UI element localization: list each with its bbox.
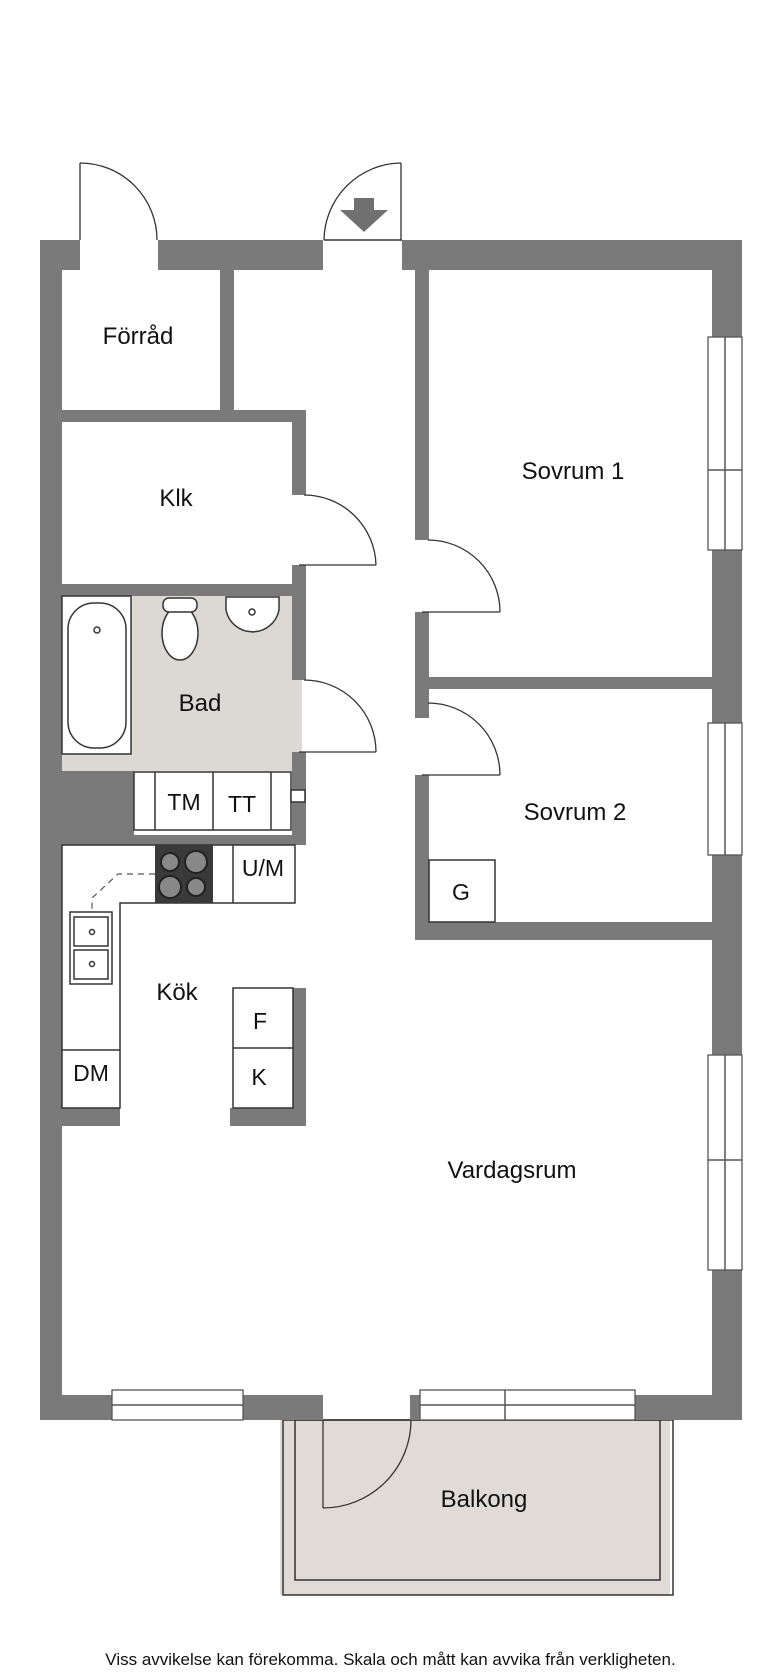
fixture-labels: TM TT U/M G F K DM	[73, 789, 470, 1090]
wall-sovrum2-corridor	[415, 775, 429, 940]
wall-sovrum1-corridor-top	[415, 270, 429, 540]
wall-shaft	[62, 771, 134, 844]
wall-forrad-klk	[62, 410, 296, 422]
bathroom-fixtures	[61, 595, 280, 755]
kitchen-counter	[61, 844, 296, 1109]
wall-top-mid	[158, 240, 323, 270]
wall-sovrum1-sovrum2	[415, 677, 712, 689]
label-sovrum2: Sovrum 2	[524, 799, 627, 826]
exterior-walls	[40, 240, 742, 1420]
toilet-icon	[161, 605, 199, 661]
room-labels: Förråd Klk Bad Sovrum 1 Sovrum 2 Kök Var…	[103, 323, 627, 1513]
label-balkong: Balkong	[441, 1486, 528, 1513]
label-k: K	[251, 1064, 267, 1090]
door-balcony-arc	[322, 1419, 412, 1509]
wall-bottom-2	[243, 1395, 323, 1420]
bathtub-icon	[61, 595, 132, 755]
wall-klk-bad-corridor	[292, 565, 306, 680]
label-g: G	[452, 879, 470, 905]
doors	[79, 162, 501, 1509]
door-bad-arc	[303, 679, 377, 753]
wall-kitchen-left	[62, 1108, 120, 1126]
label-vardagsrum: Vardagsrum	[448, 1157, 577, 1184]
kitchen-sink-icon	[69, 911, 113, 985]
wall-bottom-3	[410, 1395, 420, 1420]
label-forrad: Förråd	[103, 323, 174, 350]
wall-sovrum1-corridor-bottom	[415, 612, 429, 718]
wall-klk-bad	[62, 584, 306, 596]
door-forrad-arc	[79, 162, 158, 241]
door-klk-arc	[303, 494, 377, 566]
label-kok: Kök	[156, 979, 198, 1006]
wall-forrad-corridor	[220, 270, 234, 410]
wall-right-3	[712, 855, 742, 1055]
wall-sovrum2-vardagsrum	[415, 922, 712, 940]
label-dm: DM	[73, 1060, 109, 1086]
wardrobe-g	[428, 859, 496, 923]
balcony-floor	[280, 1420, 670, 1595]
toilet-tank	[162, 597, 198, 613]
door-sovrum2-arc	[427, 702, 501, 776]
label-tt: TT	[228, 791, 256, 817]
entrance-arrow-icon	[340, 198, 388, 232]
wall-kitchen-right	[230, 1108, 306, 1126]
wall-left	[40, 240, 62, 1420]
laundry-block	[133, 771, 306, 831]
windows	[111, 336, 743, 1421]
wall-bad-kitchen	[62, 835, 306, 845]
wall-bottom-1	[40, 1395, 112, 1420]
bathtub-inner	[67, 602, 127, 749]
door-entrance-arc	[323, 162, 402, 241]
label-f: F	[253, 1008, 267, 1034]
laundry-gap	[290, 789, 306, 803]
label-bad: Bad	[179, 690, 222, 717]
wall-right-1	[712, 240, 742, 337]
label-sovrum1: Sovrum 1	[522, 458, 625, 485]
wall-top-right	[402, 240, 742, 270]
disclaimer-text: Viss avvikelse kan förekomma. Skala och …	[105, 1650, 676, 1669]
wall-kitchen-fridge	[293, 988, 306, 1126]
kitchen-fixtures	[61, 844, 296, 1109]
label-tm: TM	[167, 789, 200, 815]
label-um: U/M	[242, 855, 284, 881]
wall-bottom-4	[635, 1395, 742, 1420]
door-sovrum1-arc	[427, 539, 501, 613]
interior-walls	[62, 270, 712, 1126]
wall-right-2	[712, 550, 742, 723]
label-klk: Klk	[159, 485, 193, 512]
wall-klk-corridor-top	[292, 410, 306, 495]
